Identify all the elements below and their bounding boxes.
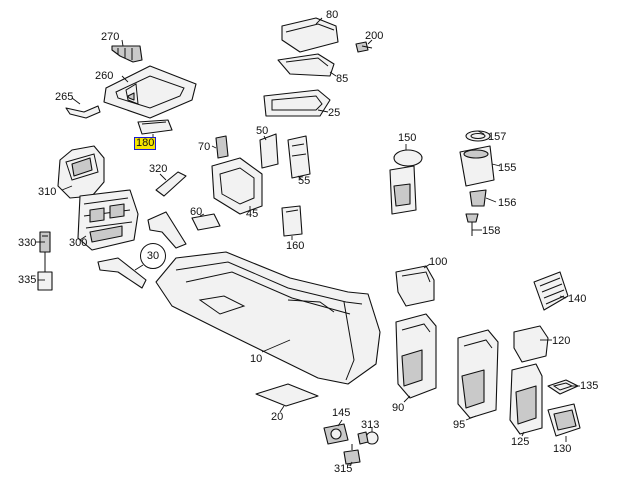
label-part-80: 80	[326, 9, 339, 21]
label-part-310: 310	[38, 186, 57, 198]
label-part-300: 300	[69, 237, 88, 249]
part-70-drawing	[215, 135, 229, 159]
label-part-330: 330	[18, 237, 37, 249]
part-310-drawing	[57, 145, 105, 199]
part-10-drawing	[155, 251, 381, 385]
part-315-drawing	[343, 444, 361, 465]
label-part-140: 140	[568, 293, 587, 305]
part-145-drawing	[323, 423, 349, 445]
part-125-drawing	[509, 363, 543, 435]
label-part-158: 158	[482, 225, 501, 237]
label-part-320: 320	[149, 163, 168, 175]
part-55-drawing	[287, 135, 311, 179]
label-part-70: 70	[198, 141, 211, 153]
label-part-135: 135	[580, 380, 599, 392]
part-130-drawing	[547, 403, 581, 437]
part-30-drawing	[97, 257, 147, 289]
part-320-drawing	[155, 171, 187, 197]
part-95-drawing	[457, 329, 499, 419]
part-335-drawing	[37, 252, 53, 291]
part-80-drawing	[281, 17, 339, 53]
part-265-drawing	[65, 105, 101, 119]
part-85-drawing	[277, 53, 335, 77]
part-50-drawing	[259, 133, 279, 169]
leader-lines	[36, 17, 580, 467]
label-part-30-circled: 30	[140, 243, 166, 269]
part-120-drawing	[513, 325, 549, 363]
part-180-drawing	[137, 119, 173, 135]
label-part-100: 100	[429, 256, 448, 268]
label-part-155: 155	[498, 162, 517, 174]
part-135-drawing	[547, 379, 579, 395]
label-part-95: 95	[453, 419, 466, 431]
label-part-157: 157	[488, 131, 507, 143]
support-bracket-drawing	[147, 211, 187, 249]
label-part-180-highlighted[interactable]: 180	[134, 137, 157, 150]
label-part-55: 55	[298, 175, 311, 187]
label-part-85: 85	[336, 73, 349, 85]
part-140-drawing	[533, 271, 569, 311]
label-part-335: 335	[18, 274, 37, 286]
part-156-drawing	[469, 189, 487, 207]
part-60-drawing	[191, 213, 221, 231]
part-158-drawing	[465, 213, 479, 236]
label-part-156: 156	[498, 197, 517, 209]
label-part-10: 10	[250, 353, 263, 365]
part-20-drawing	[255, 383, 319, 407]
part-157-drawing	[465, 130, 491, 142]
label-part-200: 200	[365, 30, 384, 42]
label-part-45: 45	[246, 208, 259, 220]
part-200-drawing	[355, 41, 373, 53]
part-160-drawing	[281, 205, 303, 237]
label-part-160: 160	[286, 240, 305, 252]
part-300-drawing	[77, 189, 139, 251]
part-150-drawing	[389, 149, 423, 215]
label-part-260: 260	[95, 70, 114, 82]
label-part-25: 25	[328, 107, 341, 119]
part-313-drawing	[357, 431, 379, 445]
label-part-315: 315	[334, 463, 353, 475]
label-part-60: 60	[190, 206, 203, 218]
part-260-drawing	[103, 65, 197, 119]
part-90-drawing	[395, 313, 437, 399]
label-part-20: 20	[271, 411, 284, 423]
part-155-drawing	[459, 145, 495, 187]
label-part-50: 50	[256, 125, 269, 137]
label-part-145: 145	[332, 407, 351, 419]
part-100-drawing	[395, 265, 435, 307]
label-part-270: 270	[101, 31, 120, 43]
label-part-150: 150	[398, 132, 417, 144]
part-45-drawing	[211, 157, 263, 215]
label-part-265: 265	[55, 91, 74, 103]
label-part-125: 125	[511, 436, 530, 448]
label-part-130: 130	[553, 443, 572, 455]
part-25-drawing	[263, 89, 331, 117]
label-part-120: 120	[552, 335, 571, 347]
part-270-drawing	[111, 45, 143, 63]
label-part-313: 313	[361, 419, 380, 431]
label-part-90: 90	[392, 402, 405, 414]
